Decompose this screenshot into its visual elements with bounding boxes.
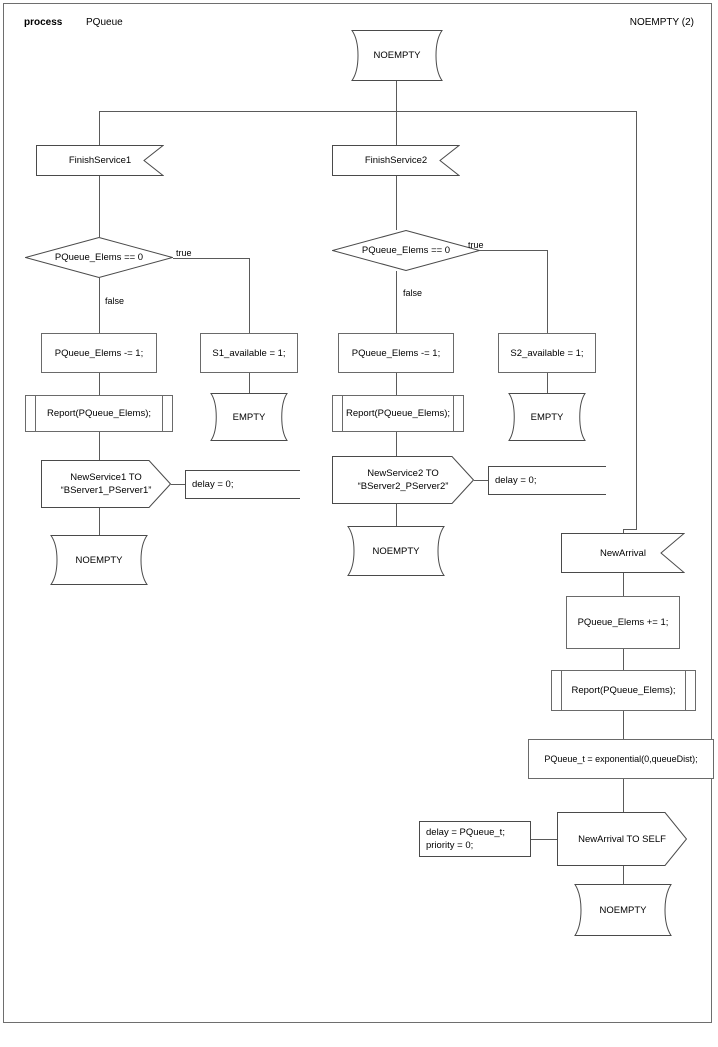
procedure-b2-report[interactable]: Report(PQueue_Elems); <box>332 395 464 432</box>
state-shape <box>347 526 445 576</box>
output-b2-newservice2[interactable]: NewService2 TO “BServer2_PServer2” <box>332 456 474 504</box>
connector-b2-proc-to-output <box>396 432 397 456</box>
task-b1-s1-available[interactable]: S1_available = 1; <box>200 333 298 373</box>
connector-newarrival-stem <box>623 529 624 533</box>
note-label: delay = PQueue_t; priority = 0; <box>426 827 505 851</box>
branch-label-b2-false: false <box>403 288 423 298</box>
header-process-name: PQueue <box>86 17 123 28</box>
decision-shape <box>332 230 480 271</box>
connector-b2-true-task-to-state <box>547 373 548 393</box>
input-newarrival[interactable]: NewArrival <box>561 533 685 573</box>
task-label: S1_available = 1; <box>212 347 286 359</box>
input-shape <box>332 145 460 176</box>
connector-b2-note <box>474 480 488 481</box>
state-shape <box>574 884 672 936</box>
connector-b1-input-to-decision <box>99 176 100 237</box>
connector-b3-input-to-task <box>623 573 624 596</box>
connector-b2-output-to-state <box>396 504 397 526</box>
connector-b3-task-to-proc <box>623 649 624 670</box>
task-label: PQueue_Elems += 1; <box>577 617 669 628</box>
connector-b2-true-v <box>547 250 548 333</box>
state-noempty-start[interactable]: NOEMPTY <box>344 30 450 81</box>
task-b3-exponential[interactable]: PQueue_t = exponential(0,queueDist); <box>528 739 714 779</box>
branch-label-b2-true: true <box>468 240 484 250</box>
connector-b3-note <box>531 839 557 840</box>
task-b1-decrement[interactable]: PQueue_Elems -= 1; <box>41 333 157 373</box>
connector-b1-false-v <box>99 278 100 333</box>
connector-b1-proc-to-output <box>99 432 100 460</box>
state-shape <box>508 393 586 441</box>
decision-b2-queue-empty[interactable]: PQueue_Elems == 0 <box>332 230 480 271</box>
connector-b3-task2-to-output <box>623 779 624 812</box>
branch-label-b1-true: true <box>176 248 192 258</box>
connector-b3-proc-to-task2 <box>623 711 624 739</box>
state-b1-noempty[interactable]: NOEMPTY <box>43 535 155 585</box>
state-b3-noempty[interactable]: NOEMPTY <box>567 884 679 936</box>
connector-fork-drop-right <box>636 111 637 529</box>
procedure-b3-report[interactable]: Report(PQueue_Elems); <box>551 670 696 711</box>
state-b2-empty[interactable]: EMPTY <box>502 393 592 441</box>
note-label: delay = 0; <box>495 475 537 486</box>
input-shape <box>36 145 164 176</box>
connector-b1-true-v <box>249 258 250 333</box>
connector-newarrival-jog <box>623 529 637 530</box>
output-shape <box>332 456 474 504</box>
connector-fork-drop-middle <box>396 111 397 145</box>
header-keyword: process <box>24 17 63 28</box>
connector-b3-output-to-state <box>623 866 624 884</box>
connector-fork-drop-left <box>99 111 100 145</box>
note-b3-delay-priority: delay = PQueue_t; priority = 0; <box>419 821 531 857</box>
connector-b1-task-to-proc <box>99 373 100 395</box>
state-b1-empty[interactable]: EMPTY <box>204 393 294 441</box>
note-label: delay = 0; <box>192 479 234 490</box>
branch-label-b1-false: false <box>105 296 125 306</box>
procedure-label: Report(PQueue_Elems); <box>345 408 451 419</box>
task-label: S2_available = 1; <box>510 347 584 359</box>
connector-b1-true-task-to-state <box>249 373 250 393</box>
connector-b1-true-h <box>173 258 249 259</box>
connector-b2-input-to-decision <box>396 176 397 230</box>
task-label: PQueue_Elems -= 1; <box>54 347 144 359</box>
connector-start-stem <box>396 81 397 111</box>
procedure-label: Report(PQueue_Elems); <box>46 408 152 419</box>
connector-b2-task-to-proc <box>396 373 397 395</box>
output-shape <box>41 460 171 508</box>
decision-b1-queue-empty[interactable]: PQueue_Elems == 0 <box>25 237 173 278</box>
connector-fork-bar <box>99 111 637 112</box>
connector-b2-false-v <box>396 271 397 333</box>
connector-b1-note <box>171 484 185 485</box>
connector-b1-output-to-state <box>99 508 100 535</box>
output-shape <box>557 812 687 866</box>
task-b3-increment[interactable]: PQueue_Elems += 1; <box>566 596 680 649</box>
output-b1-newservice1[interactable]: NewService1 TO “BServer1_PServer1” <box>41 460 171 508</box>
header-state-reference: NOEMPTY (2) <box>629 17 694 28</box>
procedure-label: Report(PQueue_Elems); <box>571 685 676 696</box>
task-label: PQueue_Elems -= 1; <box>351 347 441 359</box>
note-b2-delay: delay = 0; <box>488 466 606 495</box>
task-label: PQueue_t = exponential(0,queueDist); <box>544 753 698 764</box>
connector-b2-true-h <box>480 250 547 251</box>
output-b3-newarrival-self[interactable]: NewArrival TO SELF <box>557 812 687 866</box>
input-finishservice2[interactable]: FinishService2 <box>332 145 460 176</box>
input-shape <box>561 533 685 573</box>
page-border <box>3 3 712 1023</box>
state-shape <box>50 535 148 585</box>
input-finishservice1[interactable]: FinishService1 <box>36 145 164 176</box>
note-b1-delay: delay = 0; <box>185 470 300 499</box>
task-b2-s2-available[interactable]: S2_available = 1; <box>498 333 596 373</box>
procedure-b1-report[interactable]: Report(PQueue_Elems); <box>25 395 173 432</box>
state-b2-noempty[interactable]: NOEMPTY <box>340 526 452 576</box>
state-shape <box>210 393 288 441</box>
task-b2-decrement[interactable]: PQueue_Elems -= 1; <box>338 333 454 373</box>
state-shape <box>351 30 443 81</box>
decision-shape <box>25 237 173 278</box>
